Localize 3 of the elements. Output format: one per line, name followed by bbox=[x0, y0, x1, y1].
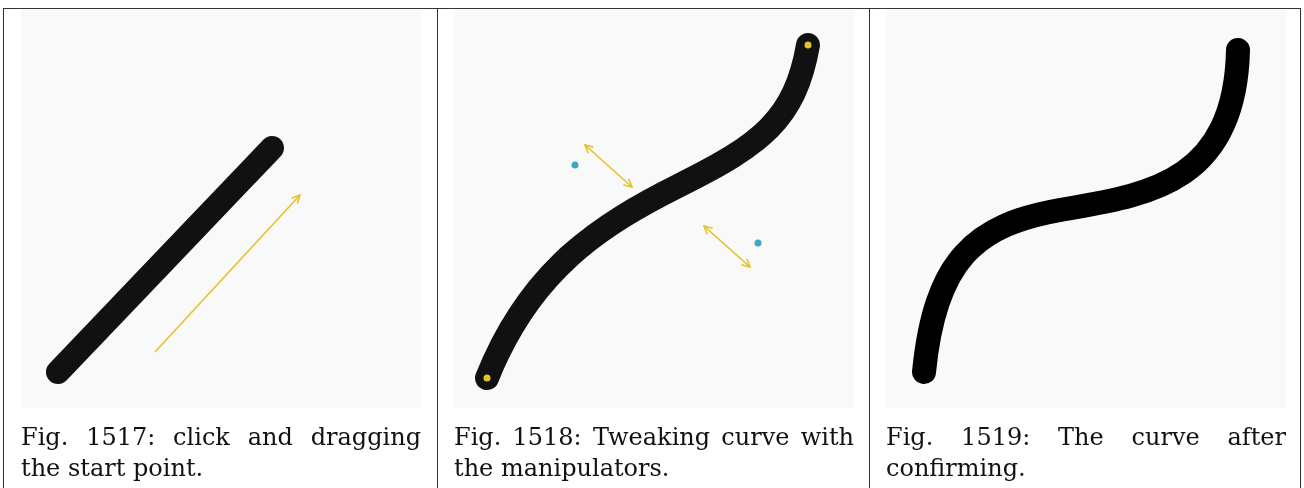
figure-caption: Fig. 1518: Tweaking curve with the manipulators. bbox=[454, 422, 854, 484]
figure-caption: Fig. 1517: click and dragging the start point. bbox=[21, 422, 421, 484]
figure-caption: Fig. 1519: The curve after confirming. bbox=[886, 422, 1286, 484]
